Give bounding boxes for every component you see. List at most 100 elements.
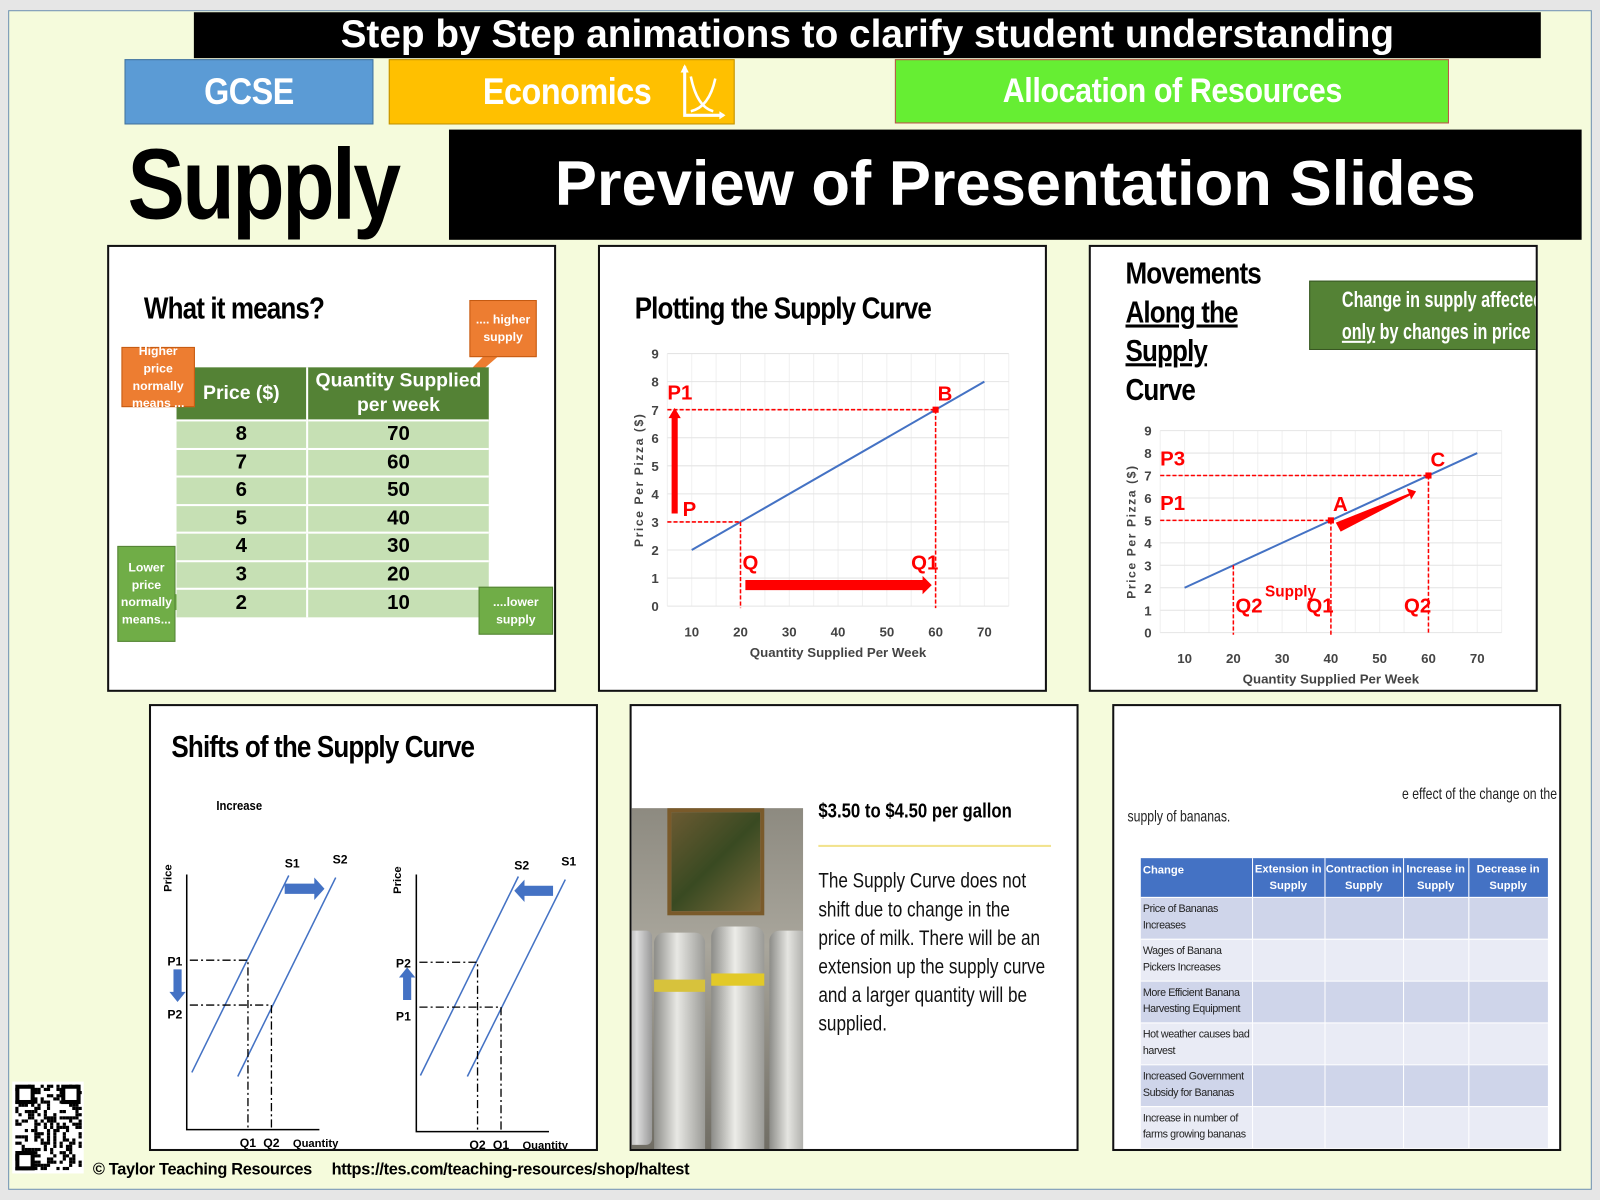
table-cell: 8 [176,419,309,449]
subject-tag: Economics [388,59,735,125]
y-tick-label: 0 [1144,626,1151,641]
slide-milk-price[interactable]: $3.50 to $4.50 per gallon The Supply Cur… [629,704,1079,1152]
answer-cell[interactable] [1324,980,1404,1023]
x-axis-label: Quantity Supplied Per Week [1243,672,1420,687]
answer-cell[interactable] [1468,1063,1549,1107]
y-axis-label: Price [162,864,174,891]
change-cell: Price of Bananas Increases [1140,896,1253,939]
curve-label: S1 [285,856,300,870]
point-label: B [938,384,953,406]
column-header: Contraction in Supply [1324,858,1404,897]
x-tick-label: 50 [1372,651,1387,666]
answer-cell[interactable] [1324,1063,1404,1107]
milk-churns-photo [631,808,804,1149]
extension-arrow-icon [1335,488,1417,532]
answer-cell[interactable] [1403,1021,1469,1065]
answer-cell[interactable] [1468,896,1549,939]
table-cell: 5 [176,503,309,533]
answer-cell[interactable] [1403,1105,1469,1148]
y-tick-label: 8 [651,375,658,390]
shop-link[interactable]: https://tes.com/teaching-resources/shop/… [331,1161,690,1179]
y-tick-label: 8 [1144,446,1151,461]
answer-cell[interactable] [1252,896,1325,939]
price-level-label: P1 [1160,493,1185,515]
table-cell: 10 [307,587,491,617]
y-tick-label: 1 [651,571,658,586]
answer-cell[interactable] [1468,938,1549,981]
answer-cell[interactable] [1252,1063,1325,1107]
milk-heading: $3.50 to $4.50 per gallon [818,799,1012,823]
y-tick-label: 2 [651,543,658,558]
answer-cell[interactable] [1403,938,1469,981]
x-tick-label: 70 [1470,651,1485,666]
table-cell: 20 [307,559,491,589]
page-title: Supply [127,127,402,240]
slide-what-it-means[interactable]: What it means? Price ($) Quantity Suppli… [107,244,557,692]
slide-shifts-of-supply[interactable]: Shifts of the Supply Curve Increase Pric… [148,704,598,1152]
quantity-label: Q [743,553,759,575]
title-part: Curve [1125,373,1196,408]
answer-cell[interactable] [1468,1105,1549,1148]
shift-diagrams: Price S1 S2 P1 P2 Q1 Q2 Quantity Price S… [162,852,576,1151]
slide-title: Plotting the Supply Curve [634,291,932,326]
slide-banana-supply-table[interactable]: e effect of the change on the supply of … [1112,704,1562,1152]
quantity-label: Q2 [469,1138,486,1151]
data-point [1425,472,1432,479]
quantity-label: Q2 [263,1136,280,1150]
answer-cell[interactable] [1324,938,1404,981]
price-rise-arrow-icon [668,407,681,514]
y-tick-label: 9 [1144,424,1151,439]
callout-lower-price: Lower price normally means... [117,545,176,642]
column-header: Price ($) [176,367,309,421]
qr-code[interactable] [12,1081,84,1174]
answer-cell[interactable] [1324,1105,1404,1148]
answer-cell[interactable] [1403,1063,1469,1107]
x-tick-label: 20 [733,625,748,640]
callout-lower-supply: ....lower supply [478,586,554,635]
price-down-arrow-icon [169,969,186,1003]
answer-cell[interactable] [1468,980,1549,1023]
x-tick-label: 20 [1226,651,1241,666]
answer-cell[interactable] [1252,1105,1325,1148]
price-label: P1 [167,954,182,968]
curve-label: S2 [514,858,529,872]
answer-cell[interactable] [1403,896,1469,939]
answer-cell[interactable] [1468,1021,1549,1065]
title-part: Movements [1125,257,1262,291]
change-cell: Increase in number of farms growing bana… [1140,1105,1253,1148]
curve-s1 [466,879,566,1077]
answer-cell[interactable] [1403,980,1469,1023]
answer-cell[interactable] [1252,1021,1325,1065]
shift-right-arrow-icon [284,877,325,900]
supply-demand-graph-icon [680,64,726,120]
note-line-2: only by changes in price [1341,315,1531,347]
answer-cell[interactable] [1252,938,1325,981]
quantity-label: Q2 [1235,595,1262,617]
y-tick-label: 7 [651,403,658,418]
data-point [1327,517,1334,524]
y-tick-label: 6 [1144,491,1151,506]
x-tick-label: 40 [831,625,846,640]
quantity-label: Q1 [240,1136,257,1150]
y-tick-label: 1 [1144,603,1151,618]
note-underlined: only [1341,318,1376,344]
answer-cell[interactable] [1324,1021,1404,1065]
price-level-label: P1 [667,382,692,404]
preview-banner: Preview of Presentation Slides [448,129,1582,240]
divider [818,844,1052,847]
subtitle: Increase [216,797,263,814]
y-tick-label: 7 [1144,469,1151,484]
answer-cell[interactable] [1324,896,1404,939]
column-header: Increase in Supply [1403,858,1469,897]
answer-cell[interactable] [1252,980,1325,1023]
y-tick-label: 2 [1144,581,1151,596]
